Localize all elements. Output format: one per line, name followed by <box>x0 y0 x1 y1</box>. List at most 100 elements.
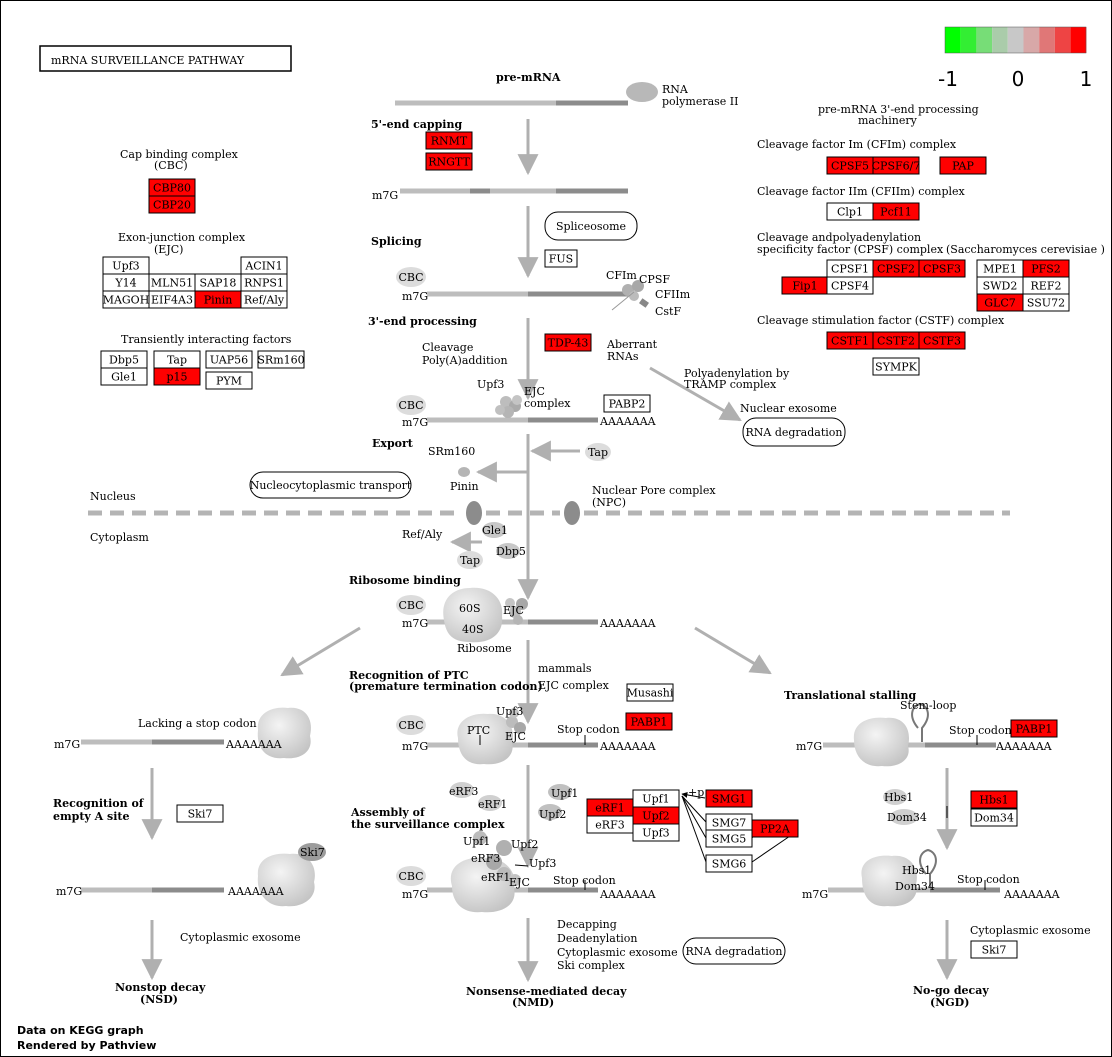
gene-label-dbp5: Dbp5 <box>109 354 139 367</box>
gene-label-clp1: Clp1 <box>837 206 863 219</box>
gene-box-gle1[interactable] <box>100 367 148 386</box>
gene-box-srm160[interactable] <box>257 350 305 369</box>
gene-label-mln51: MLN51 <box>151 277 193 290</box>
label-decap-2: Deadenylation <box>557 932 637 945</box>
gene-box-fus[interactable] <box>544 249 578 268</box>
gene-box-cpsf3[interactable] <box>918 259 966 278</box>
gene-box-ski7-a[interactable] <box>176 804 224 823</box>
gene-box-rnmt[interactable] <box>425 131 473 150</box>
blob-label-cbc-1: CBC <box>398 271 423 284</box>
blob-cbc-5 <box>396 866 426 886</box>
label-cfim-group: Cleavage factor Im (CFIm) complex <box>757 138 957 151</box>
gene-label-cpsf1: CPSF1 <box>831 263 869 276</box>
gene-box-dom34[interactable] <box>970 808 1018 827</box>
gene-box-uap56[interactable] <box>205 350 253 369</box>
label-mammals-1: mammals <box>538 662 592 675</box>
label-assembly-1: Assembly of <box>350 806 426 819</box>
gene-label-rngtt: RNGTT <box>428 156 470 169</box>
gene-label-magoh: MAGOH <box>103 294 150 307</box>
gene-label-pabp2: PABP2 <box>609 398 646 411</box>
label-polya-4: AAAAAAA <box>599 617 657 630</box>
gene-box-musashi[interactable] <box>626 683 674 702</box>
footer-line-1: Data on KEGG graph <box>17 1024 144 1037</box>
label-assembly-2: the surveillance complex <box>351 818 505 831</box>
gene-label-tdp43: TDP-43 <box>548 337 589 350</box>
gene-box-ski7-b[interactable] <box>970 940 1018 959</box>
footer-line-2: Rendered by Pathview <box>17 1039 156 1052</box>
gene-label-swd2: SWD2 <box>983 280 1018 293</box>
gene-box-ssu72[interactable] <box>1022 293 1070 312</box>
label-mammals-2: EJC complex <box>538 679 610 692</box>
gene-label-pabp1-a: PABP1 <box>631 716 668 729</box>
blob-cbc-1 <box>396 267 426 287</box>
legend-swatch <box>976 27 993 53</box>
gene-box-cpsf4[interactable] <box>826 276 874 295</box>
gene-label-glc7: GLC7 <box>984 297 1016 310</box>
label-cstf-group: Cleavage stimulation factor (CSTF) compl… <box>757 314 1005 327</box>
label-cyto-exo-1: Cytoplasmic exosome <box>180 931 301 944</box>
gene-box-cpsf67[interactable] <box>872 156 920 175</box>
gene-box-pabp2[interactable] <box>603 394 651 413</box>
gene-box-pcf11[interactable] <box>872 202 920 221</box>
process-arrows <box>141 119 958 983</box>
gene-box-cbp20[interactable] <box>148 195 196 214</box>
gene-label-upf2: Upf2 <box>642 810 669 823</box>
gene-box-smg1[interactable] <box>705 789 753 808</box>
label-cytoplasm: Cytoplasm <box>90 531 149 544</box>
blob-cbc-4 <box>396 715 426 735</box>
blob-cbc-2 <box>396 395 426 415</box>
label-cpsf-label: CPSF <box>639 273 670 286</box>
label-upf3-c: Upf3 <box>529 857 556 870</box>
gene-box-smg5[interactable] <box>705 829 753 848</box>
label-aberrant-2: RNAs <box>607 350 639 363</box>
label-upf1-a: Upf1 <box>551 787 578 800</box>
label-stop-3: Stop codon <box>957 873 1020 886</box>
blob-label-tap-float-2: Tap <box>460 554 480 567</box>
gene-box-p15[interactable] <box>153 367 201 386</box>
legend-frame <box>944 26 1087 54</box>
pathway-link-spliceosome[interactable] <box>544 211 638 241</box>
gene-box-rngtt[interactable] <box>425 152 473 171</box>
blob-label-cbc-3: CBC <box>398 599 423 612</box>
gene-box-cstf3[interactable] <box>918 331 966 350</box>
label-cpsf-group-1: Cleavage andpolyadenylation <box>757 231 921 244</box>
gene-label-cpsf3: CPSF3 <box>923 263 961 276</box>
gene-box-pap[interactable] <box>939 156 987 175</box>
label-erf1-b: eRF1 <box>481 871 510 884</box>
label-polya-7: AAAAAAA <box>227 885 285 898</box>
gene-box-pp2a[interactable] <box>751 819 799 838</box>
gene-box-smg6[interactable] <box>705 854 753 873</box>
label-empty-a-1: Recognition of <box>53 797 145 810</box>
gene-label-sympk: SYMPK <box>875 361 917 374</box>
gene-label-cstf3: CSTF3 <box>923 335 961 348</box>
gene-label-erf1: eRF1 <box>595 802 624 815</box>
gene-box-refaly[interactable] <box>240 290 288 309</box>
label-m7g-8: m7G <box>796 740 822 753</box>
gene-box-pabp1-a[interactable] <box>625 712 673 731</box>
gene-box-tdp43[interactable] <box>544 333 592 352</box>
gene-label-cstf1: CSTF1 <box>831 335 869 348</box>
label-s60: 60S <box>459 602 481 615</box>
gene-box-hbs1[interactable] <box>970 790 1018 809</box>
gene-label-refaly: Ref/Aly <box>244 294 285 307</box>
gene-label-cstf2: CSTF2 <box>877 335 915 348</box>
legend-swatch <box>1007 27 1024 53</box>
label-cfiim-label: CFIIm <box>655 288 691 301</box>
label-ribosome: Ribosome <box>457 642 512 655</box>
label-ptc-heading-2: (premature termination codon) <box>349 680 543 693</box>
legend-min-label: -1 <box>938 67 958 91</box>
pathway-link-rna-deg-1[interactable] <box>742 417 846 447</box>
pathway-link-label-rna-deg-2: RNA degradation <box>685 945 782 958</box>
gene-box-pabp1-b[interactable] <box>1010 719 1058 738</box>
pathway-link-nuc-transport[interactable] <box>249 471 412 499</box>
gene-box-pym[interactable] <box>205 371 253 390</box>
gene-label-ski7-b: Ski7 <box>982 944 1007 957</box>
gene-box-upf3[interactable] <box>632 823 680 842</box>
label-stop-2: Stop codon <box>949 724 1012 737</box>
gene-box-sympk[interactable] <box>872 357 920 376</box>
pathway-link-rna-deg-2[interactable] <box>682 937 786 965</box>
label-polyad-2: TRAMP complex <box>684 378 777 391</box>
gene-label-pinin: Pinin <box>204 294 233 307</box>
label-empty-a-2: empty A site <box>53 810 129 823</box>
